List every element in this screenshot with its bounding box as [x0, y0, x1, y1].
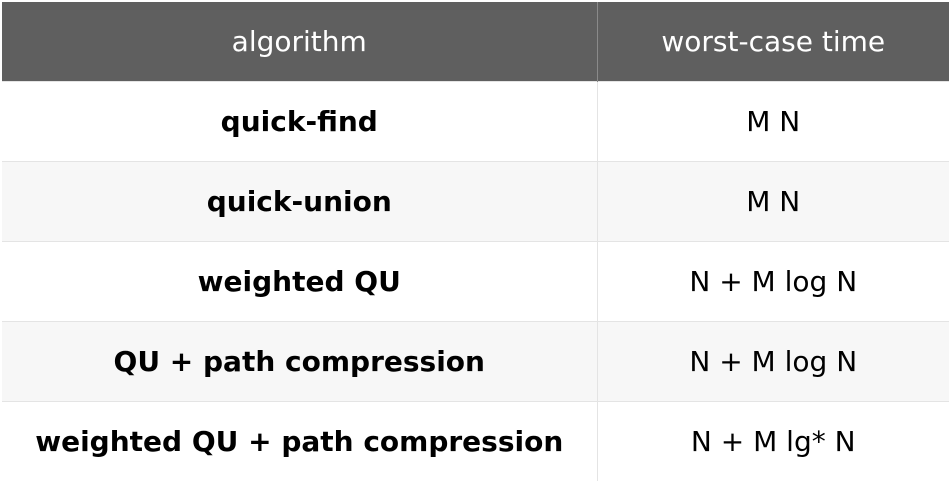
algorithm-cell: quick-find — [2, 80, 598, 161]
algorithm-cell: weighted QU — [2, 240, 598, 321]
algorithm-cell: QU + path compression — [2, 320, 598, 401]
algorithm-cell: weighted QU + path compression — [2, 400, 598, 481]
table-row: weighted QU N + M log N — [2, 240, 949, 321]
time-cell: N + M lg* N — [597, 400, 949, 481]
header-row: algorithm worst-case time — [2, 2, 949, 81]
table-body: quick-find M N quick-union M N weighted … — [2, 80, 949, 481]
table-row: quick-find M N — [2, 80, 949, 161]
table-header: algorithm worst-case time — [2, 2, 949, 81]
table-row: QU + path compression N + M log N — [2, 320, 949, 401]
algorithm-cell: quick-union — [2, 160, 598, 241]
header-worst-case-time: worst-case time — [597, 2, 949, 81]
time-cell: N + M log N — [597, 240, 949, 321]
time-cell: M N — [597, 160, 949, 241]
time-cell: N + M log N — [597, 320, 949, 401]
table-row: weighted QU + path compression N + M lg*… — [2, 400, 949, 481]
header-algorithm: algorithm — [2, 2, 598, 81]
table-row: quick-union M N — [2, 160, 949, 241]
time-cell: M N — [597, 80, 949, 161]
